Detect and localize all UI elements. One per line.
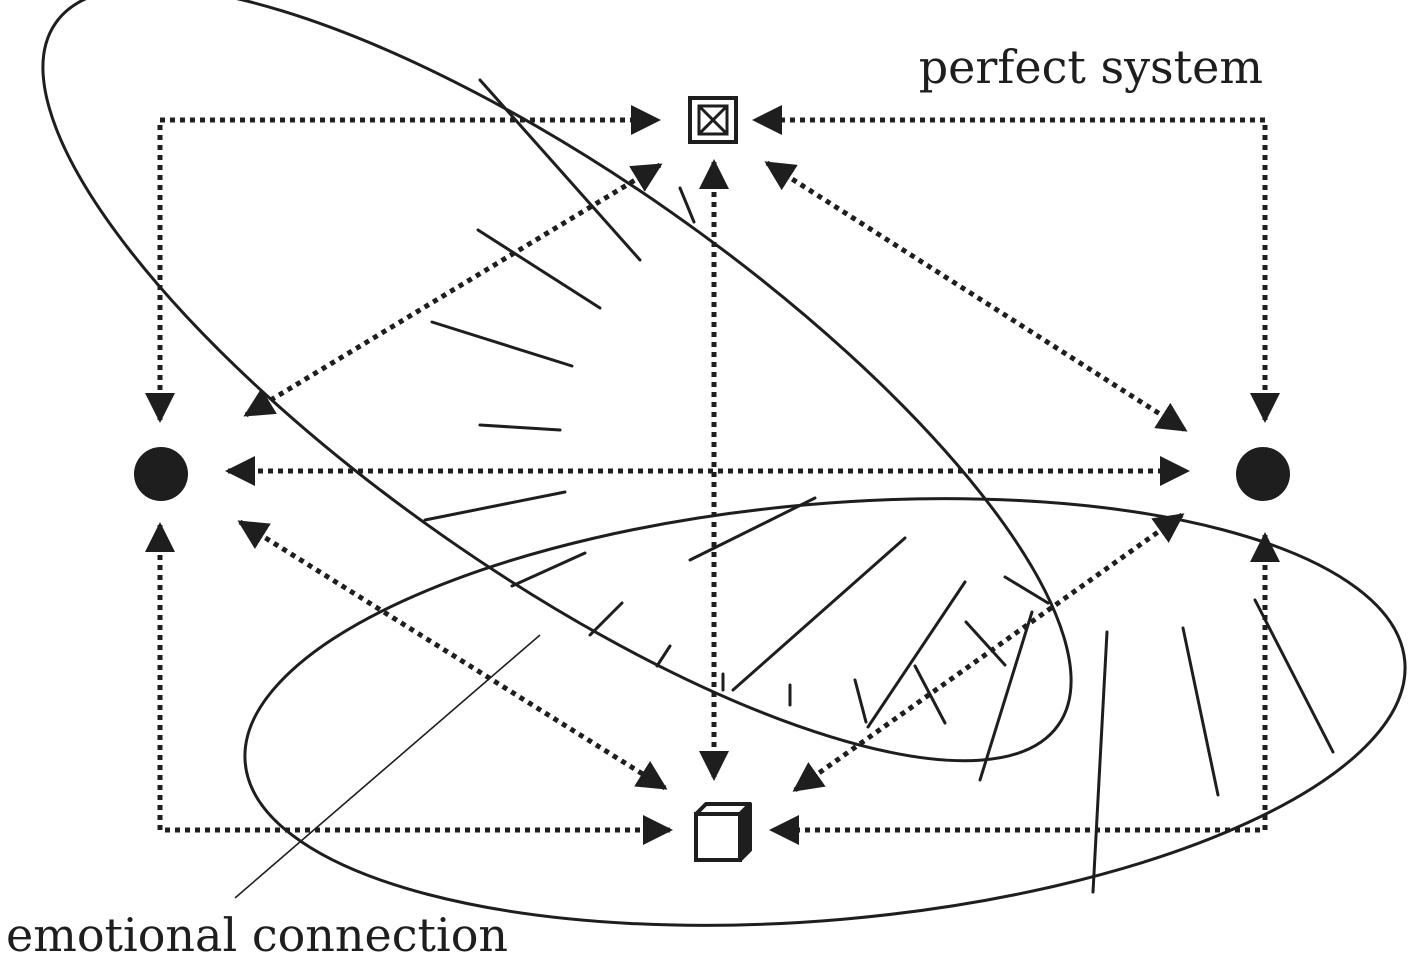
node-left-circle-icon — [134, 447, 188, 501]
upper-ellipse — [41, 0, 1073, 763]
lower-ellipse — [243, 497, 1407, 927]
dotted-connectors — [145, 105, 1280, 845]
node-right-circle-icon — [1236, 447, 1290, 501]
node-bottom-cube-icon — [694, 802, 752, 862]
label-perfect-system: perfect system — [919, 40, 1263, 94]
label-leader-line — [234, 634, 541, 899]
hatch-lines — [423, 78, 1335, 894]
label-emotional-connection: emotional connection — [6, 908, 508, 960]
node-top-square-x-icon — [688, 96, 738, 144]
